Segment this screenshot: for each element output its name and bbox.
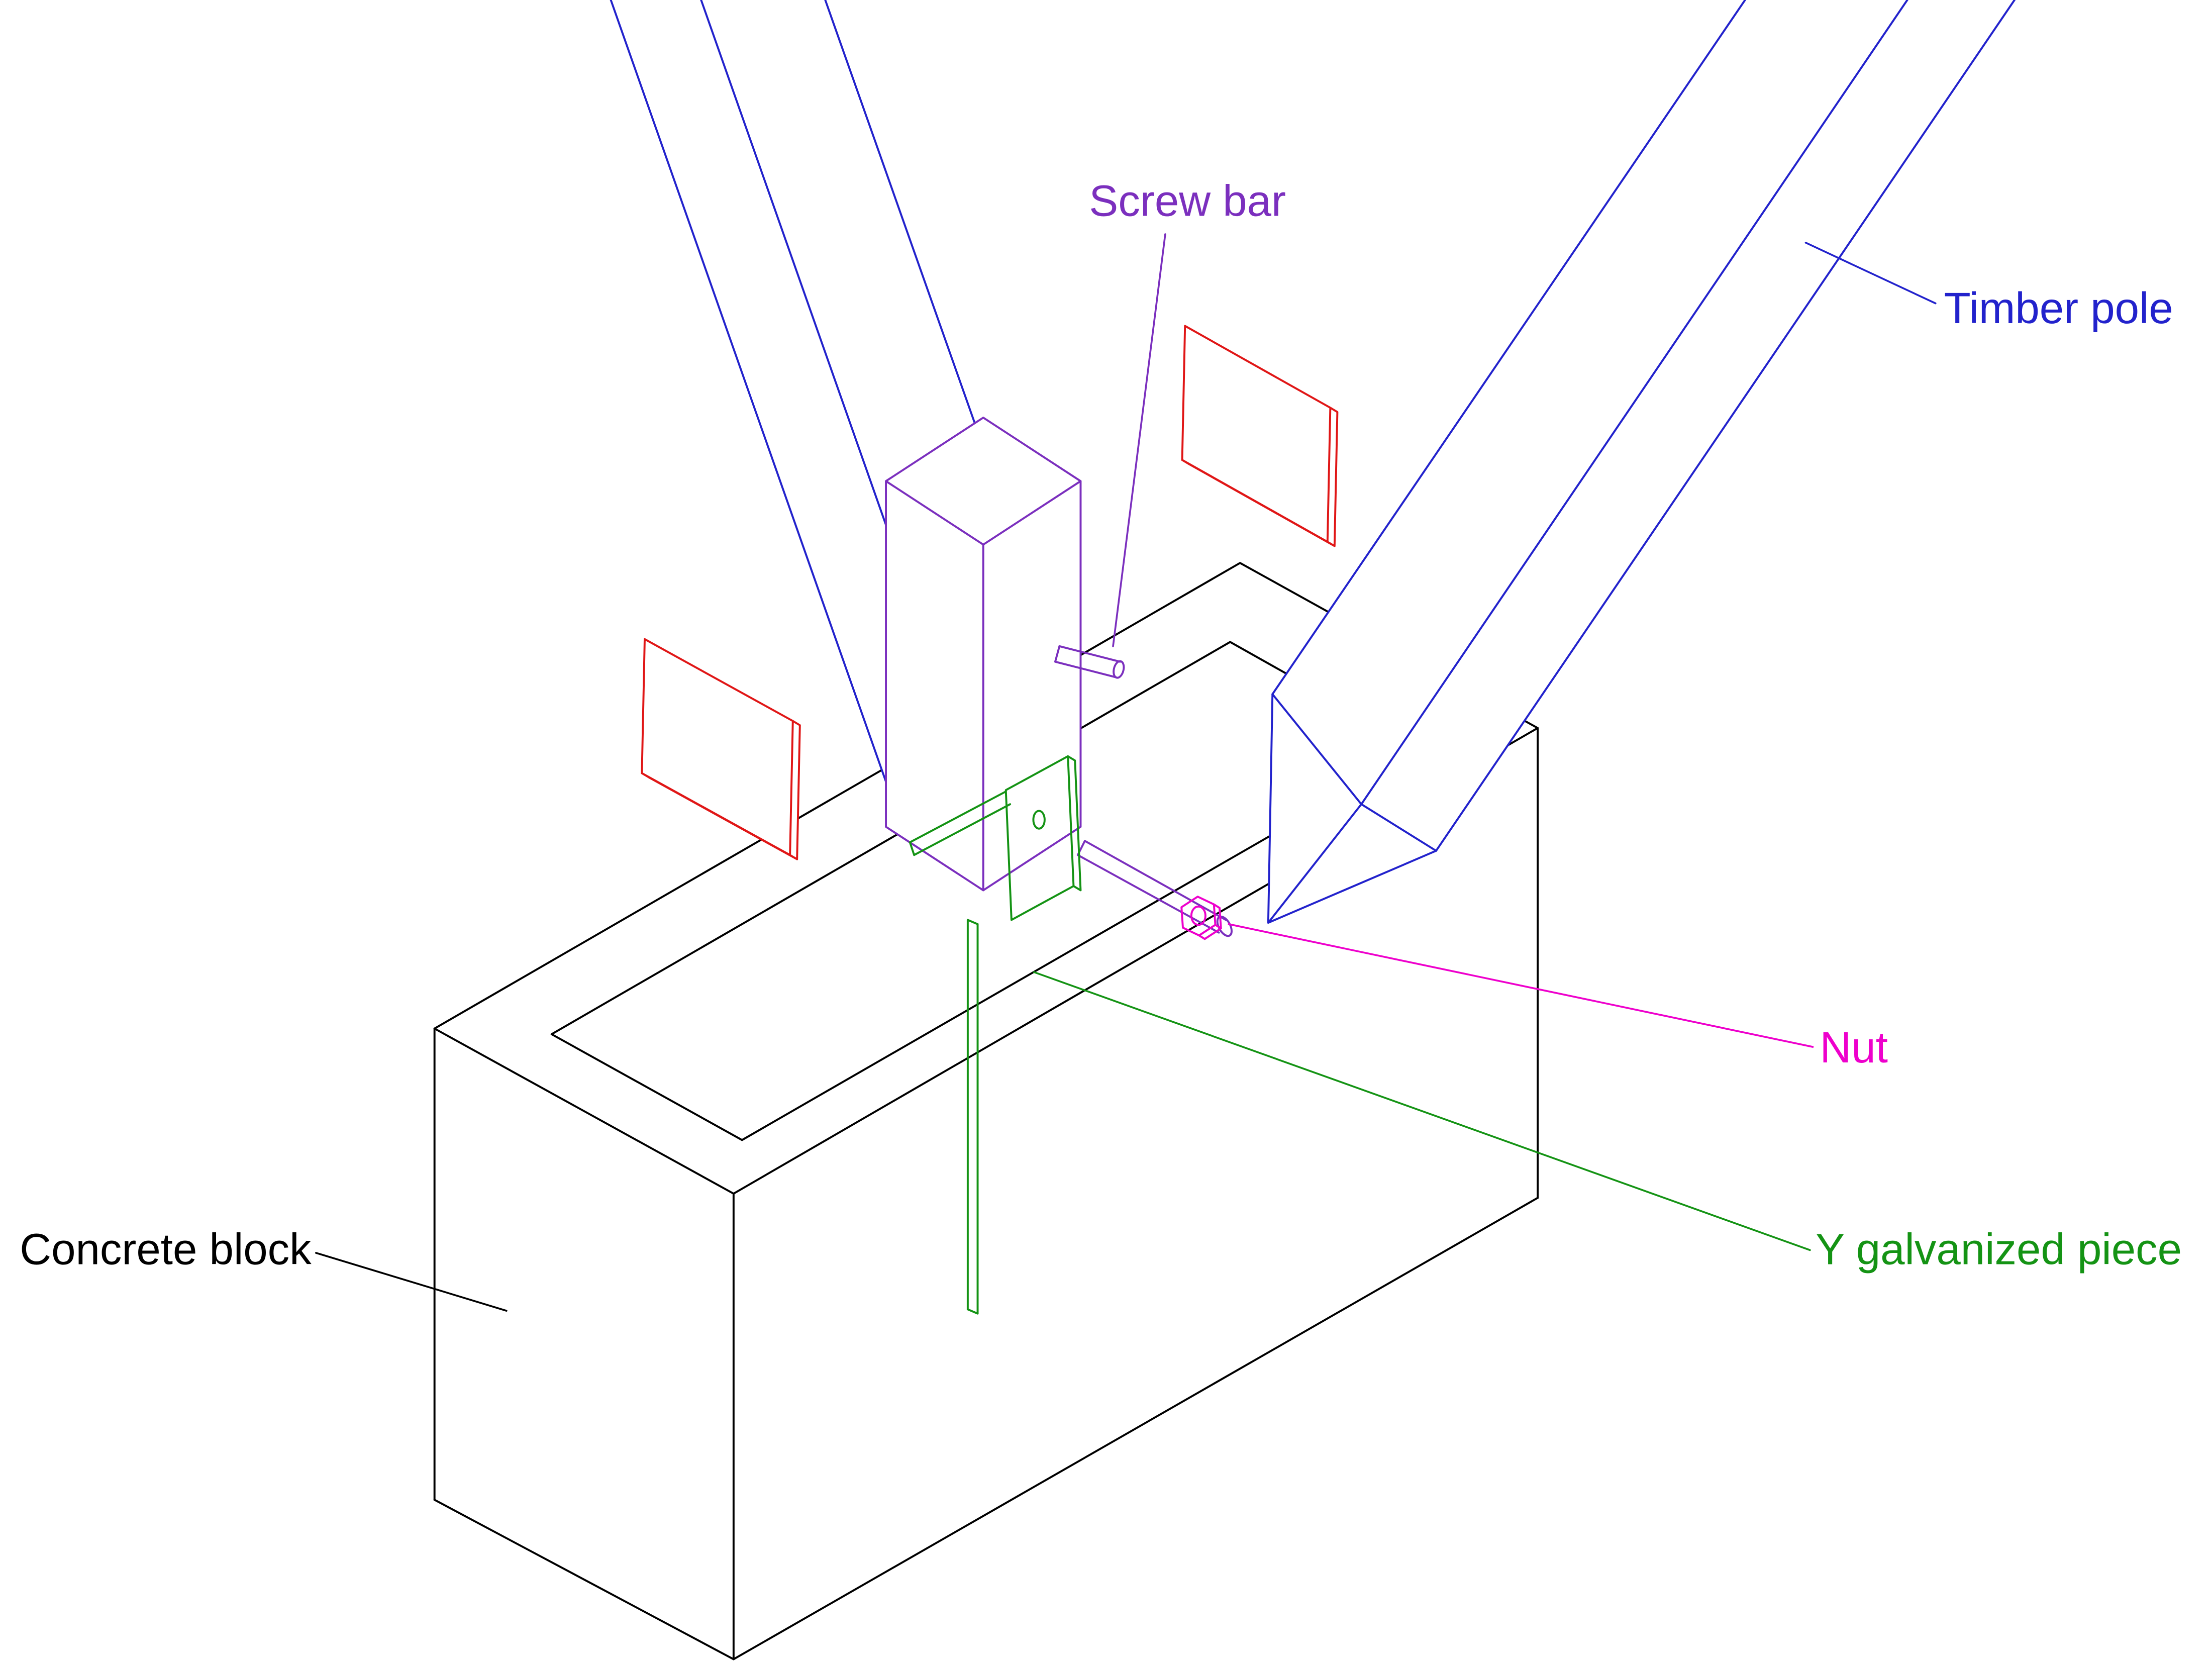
timber-pole-left-edges: [610, 0, 976, 783]
y-piece-flange: [909, 790, 1012, 856]
label-timber-pole-text: Timber pole: [1944, 284, 2173, 333]
timber-pole-right-edges: [1271, 0, 2016, 852]
label-concrete-block: Concrete block: [20, 1225, 508, 1312]
timber-pole-right-body: [1268, 0, 2015, 923]
y-galvanized-piece: [909, 755, 1082, 1315]
steel-plate-top-thickness: [1181, 407, 1339, 547]
labels: Screw bar Timber pole Nut Y galvanized p…: [20, 177, 2182, 1312]
y-piece-plate-thickness: [1067, 755, 1082, 892]
label-y-galvanized-piece-text: Y galvanized piece: [1816, 1225, 2182, 1274]
anchor-post-edges: [885, 417, 1082, 892]
timber-pole-left: [610, 0, 976, 783]
label-nut: Nut: [1228, 923, 1888, 1072]
screw-bar-rod: [1054, 645, 1122, 678]
nut-hex: [1180, 896, 1217, 937]
steel-plate-top-body: [1182, 326, 1338, 546]
screw-bar-rod-end: [1113, 660, 1125, 679]
label-y-galvanized-piece-leader: [1033, 971, 1811, 1251]
label-screw-bar-leader: [1112, 233, 1166, 647]
steel-plate-left-body: [642, 639, 800, 859]
label-screw-bar: Screw bar: [1089, 177, 1286, 647]
label-y-galvanized-piece: Y galvanized piece: [1033, 971, 2182, 1274]
timber-pole-left-body: [611, 0, 975, 782]
timber-pole-right-tip: [1267, 693, 1437, 924]
nut-bore: [1190, 905, 1206, 926]
timber-pole-right: [1267, 0, 2016, 924]
label-screw-bar-text: Screw bar: [1089, 177, 1286, 226]
label-timber-pole: Timber pole: [1804, 242, 2173, 333]
screw-bar-assembly: [885, 417, 1233, 937]
steel-plate-left: [641, 638, 801, 860]
label-nut-leader: [1228, 923, 1814, 1048]
label-nut-text: Nut: [1820, 1023, 1888, 1072]
label-concrete-block-text: Concrete block: [20, 1225, 312, 1274]
steel-plate-left-thickness: [641, 720, 801, 860]
y-piece-strap: [966, 919, 979, 1315]
threaded-rod: [1076, 840, 1227, 934]
concrete-bottom-edges: [433, 1197, 1539, 1660]
label-concrete-block-leader: [315, 1252, 508, 1312]
nut-thickness: [1198, 903, 1222, 940]
y-piece-hole: [1032, 810, 1046, 830]
label-timber-pole-leader: [1804, 242, 1937, 305]
steel-plate-top: [1181, 325, 1339, 547]
nut: [1180, 896, 1222, 940]
